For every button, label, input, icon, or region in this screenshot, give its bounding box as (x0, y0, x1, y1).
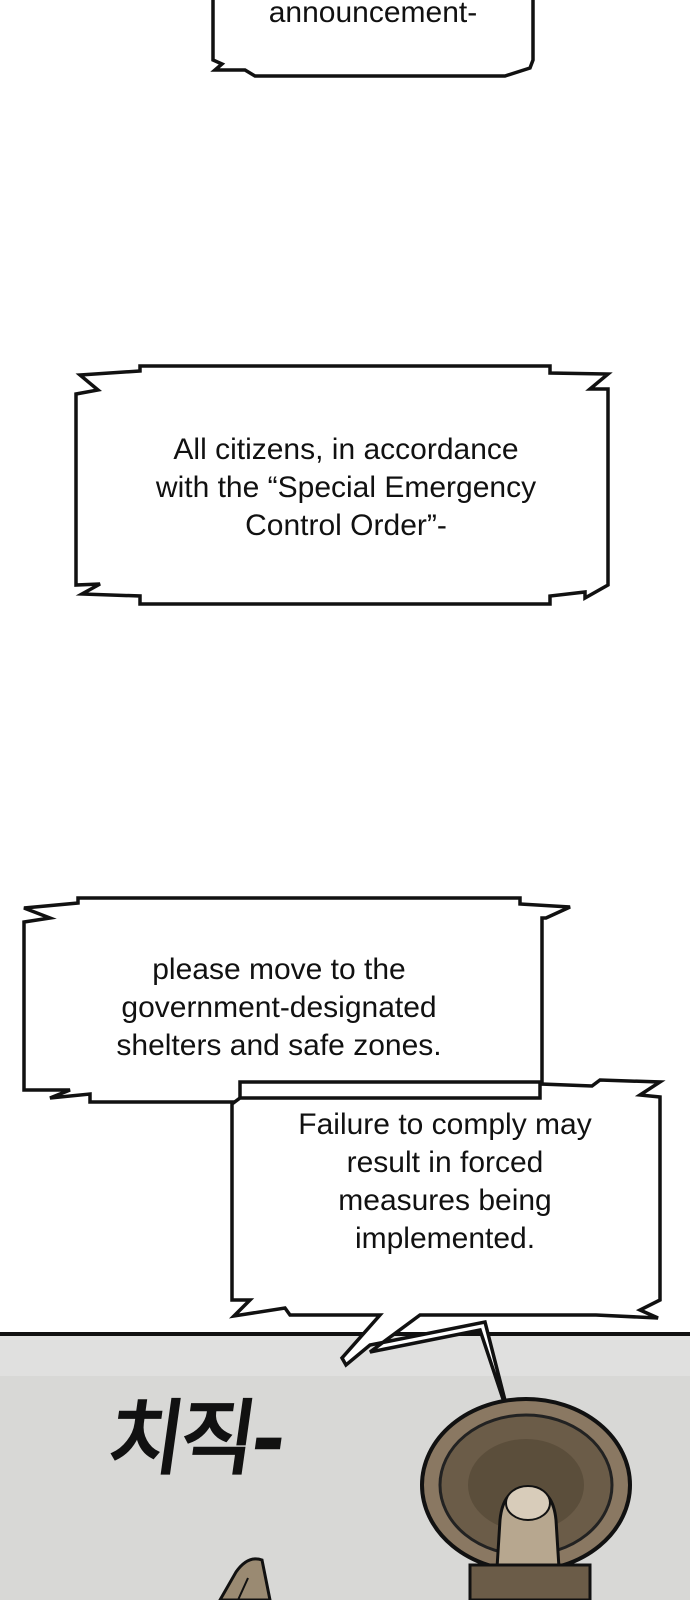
speech-bubble-3 (228, 1078, 666, 1421)
bubble-2-text: please move to the government-designated… (116, 953, 442, 1062)
static-sound-effect: 치직- (102, 1392, 289, 1487)
bubble-0-text: announcement- (268, 0, 478, 29)
speech-bubble-0 (210, 0, 535, 78)
bubble-3-text: Failure to comply may result in forced m… (298, 1108, 592, 1255)
megaphone-left (218, 1557, 272, 1600)
speech-bubble-2 (22, 896, 571, 1104)
megaphone-right (420, 1397, 632, 1600)
speech-bubble-1 (74, 364, 613, 606)
bubble-1-text: All citizens, in accordance with the “Sp… (155, 433, 537, 542)
